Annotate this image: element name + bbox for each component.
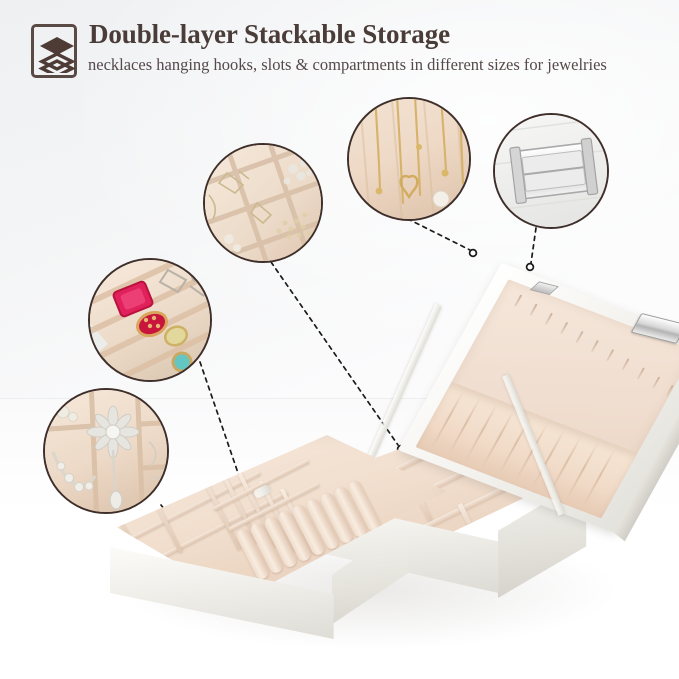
- pocket-pleat: [480, 409, 515, 469]
- necklace-hook: [652, 376, 661, 389]
- callout-brooch-necklace-image: [45, 390, 167, 512]
- page-title: Double-layer Stackable Storage: [89, 19, 450, 49]
- callout-necklace-hooks-image: [349, 99, 469, 219]
- callout-necklace-hooks: [347, 97, 471, 221]
- necklace-hook: [621, 358, 630, 371]
- necklace-hook: [575, 330, 584, 344]
- pocket-pleat: [447, 396, 482, 456]
- callout-metal-clasp-image: [495, 115, 607, 227]
- callout-ring-slots: [88, 258, 212, 382]
- callout-metal-clasp: [493, 113, 609, 229]
- necklace-hook: [606, 349, 615, 362]
- callout-brooch-necklace: [43, 388, 169, 514]
- pocket-pleat: [464, 403, 498, 462]
- necklace-hook: [514, 294, 523, 307]
- pocket-pleat: [564, 441, 599, 501]
- page-subtitle: necklaces hanging hooks, slots & compart…: [88, 55, 607, 74]
- necklace-hook: [590, 340, 599, 353]
- callout-compartments: [203, 143, 323, 263]
- pocket-pleat: [581, 448, 616, 508]
- necklace-hook: [560, 321, 569, 335]
- header: Double-layer Stackable Storage necklaces…: [0, 0, 679, 96]
- callout-compartments-image: [205, 145, 321, 261]
- removable-tray: [96, 435, 446, 665]
- necklace-hook: [636, 367, 645, 380]
- necklace-hook: [544, 312, 553, 325]
- necklace-hook: [529, 303, 538, 316]
- callout-ring-slots-image: [90, 260, 210, 380]
- stacked-layers-icon: [31, 24, 77, 78]
